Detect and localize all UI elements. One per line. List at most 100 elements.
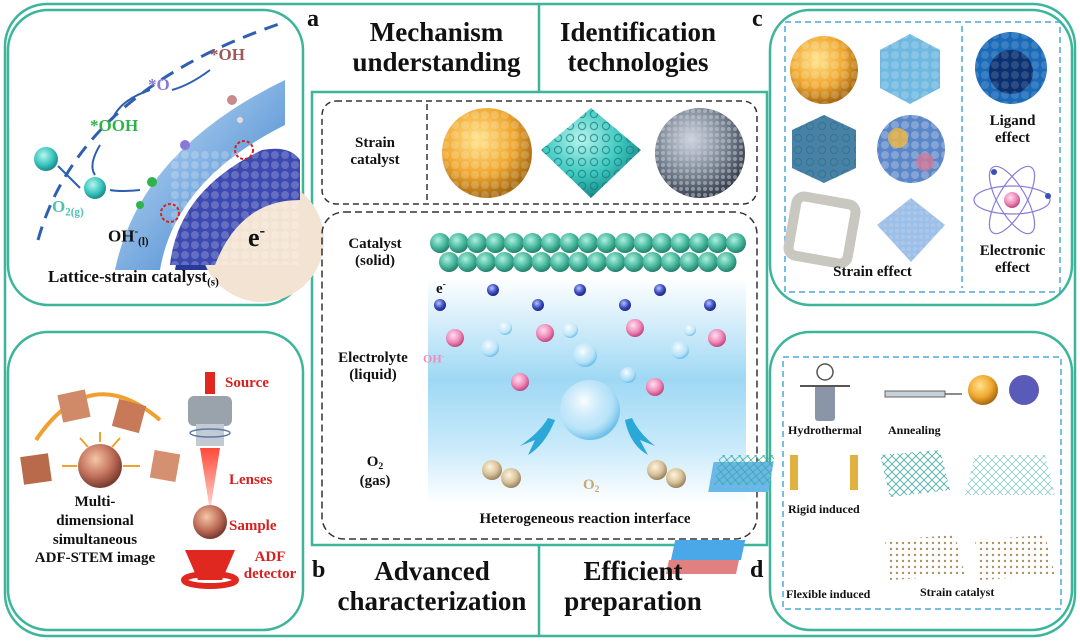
bubble <box>671 341 689 359</box>
syringe <box>884 390 946 398</box>
arrow-oh-to-o <box>171 69 211 91</box>
catalyst-atom <box>513 252 533 272</box>
catalyst-atom <box>448 233 469 253</box>
ligand-line1: Ligand <box>989 113 1036 129</box>
quadrant-title-identification: Identification technologies <box>543 17 733 77</box>
arrow-o-to-ooh <box>111 89 151 121</box>
o2-released-sub: 2 <box>594 483 600 495</box>
adf-image-2 <box>111 398 147 434</box>
cyan-octahedron-mesh <box>541 108 641 198</box>
catalyst-atom <box>522 233 543 253</box>
multicolor-sphere-spots <box>877 115 945 183</box>
blue-polyhedron-texture <box>877 198 945 262</box>
label-hydrothermal: Hydrothermal <box>788 423 862 437</box>
catalyst-atom <box>679 252 700 272</box>
efficient-line1: Efficient <box>583 556 683 586</box>
o-atom <box>180 140 190 150</box>
nucleus <box>1004 192 1020 208</box>
ooh-atom-1 <box>147 177 157 187</box>
arrow-surface <box>109 189 141 192</box>
label-adf-detector: ADF detector <box>240 549 300 582</box>
label-strain-catalyst-d: Strain catalyst <box>920 585 995 599</box>
orbit <box>988 165 1036 235</box>
orbit-electron <box>991 169 997 175</box>
autoclave-body <box>815 385 835 421</box>
label-annealing: Annealing <box>888 423 941 437</box>
orbit <box>988 165 1036 235</box>
arrow-o2-out <box>57 165 81 189</box>
wavy-mesh-sheet <box>965 455 1055 495</box>
lens-ring <box>189 428 231 438</box>
catalyst-atom <box>624 252 644 272</box>
electron-beam <box>200 448 220 505</box>
label-ligand-effect: Ligand effect <box>965 113 1060 146</box>
electronic-line1: Electronic <box>979 243 1046 259</box>
orbit-electron <box>1045 193 1051 199</box>
label-flexible-induced: Flexible induced <box>786 587 871 601</box>
caption-base: Lattice-strain catalyst <box>48 267 208 286</box>
multicolor-sphere-accent <box>888 128 908 148</box>
electronic-line2: effect <box>995 259 1030 276</box>
tan-mesh-sheet-1 <box>885 535 965 580</box>
label-ooh-adsorbate: *OOH <box>90 116 139 135</box>
tan-mesh-sheet-2 <box>975 535 1055 580</box>
gold-nanoparticle-texture <box>442 108 532 198</box>
yellow-polyhedron <box>968 375 998 405</box>
label-catalyst-solid: Catalyst (solid) <box>330 236 420 269</box>
bubble <box>560 380 620 440</box>
bubble <box>684 324 696 336</box>
quadrant-title-mechanism: Mechanism understanding <box>339 17 534 77</box>
o2g-sub: 2(g) <box>65 206 84 219</box>
electrolyte-line2: (liquid) <box>349 366 397 383</box>
electron-center-sup: - <box>442 279 446 290</box>
panel-letter-d: d <box>750 557 764 583</box>
catalyst-solid-line2: (solid) <box>354 252 395 269</box>
adf-line2: detector <box>243 565 297 582</box>
o2-gas-sub: 2 <box>378 460 384 472</box>
arrow <box>79 437 89 448</box>
catalyst-atom <box>689 233 709 253</box>
label-strain-effect: Strain effect <box>833 264 912 280</box>
microscope-column-body <box>196 424 224 446</box>
o2-gas-line1: O2 <box>330 454 420 473</box>
electron-dot <box>574 284 586 296</box>
label-electronic-effect: Electronic effect <box>965 243 1060 276</box>
catalyst-atom <box>596 233 617 253</box>
orbit <box>973 185 1051 215</box>
catalyst-atom <box>661 252 681 272</box>
o2-gas-line2: (gas) <box>359 472 391 489</box>
strain-catalyst-dashed-box <box>321 100 758 205</box>
center-sample-image <box>78 444 122 488</box>
panel-letter-c: c <box>752 6 763 32</box>
rigid-mesh <box>714 455 775 485</box>
catalyst-atom <box>587 252 607 272</box>
o2-molecule-atom-1 <box>34 147 58 171</box>
oh-ion <box>511 373 529 391</box>
sample-particle <box>193 505 227 539</box>
mechanism-line1: Mechanism <box>369 17 504 47</box>
identification-line1: Identification <box>559 17 716 47</box>
flexible-bottom-layer <box>665 560 739 574</box>
oxygen-molecules <box>482 460 686 488</box>
grey-nanoparticle-texture <box>655 108 745 198</box>
panel-a-caption: Lattice-strain catalyst(s) <box>48 267 219 288</box>
adf-image-3 <box>20 453 52 485</box>
multi-line3: simultaneous <box>52 531 138 548</box>
catalyst-atom <box>698 252 718 272</box>
catalyst-atom <box>559 233 580 253</box>
oh-l-sup: - <box>134 226 139 238</box>
catalyst-atom <box>670 233 691 253</box>
oh-ion <box>446 329 464 347</box>
adf-image-1 <box>57 389 91 423</box>
label-multi-dimensional: Multi- dimensional simultaneous ADF-STEM… <box>15 493 175 568</box>
hydroxide-ions <box>446 319 726 396</box>
cutaway-cube-texture <box>880 34 940 104</box>
release-arrows <box>520 418 655 455</box>
electron-dot <box>654 284 666 296</box>
bubble <box>498 321 512 335</box>
microscope-column <box>188 396 232 426</box>
bimetal-cube-texture <box>792 115 856 183</box>
oh-l-base: OH <box>108 226 135 246</box>
release-arrow-right <box>625 418 655 455</box>
label-source: Source <box>225 375 269 391</box>
